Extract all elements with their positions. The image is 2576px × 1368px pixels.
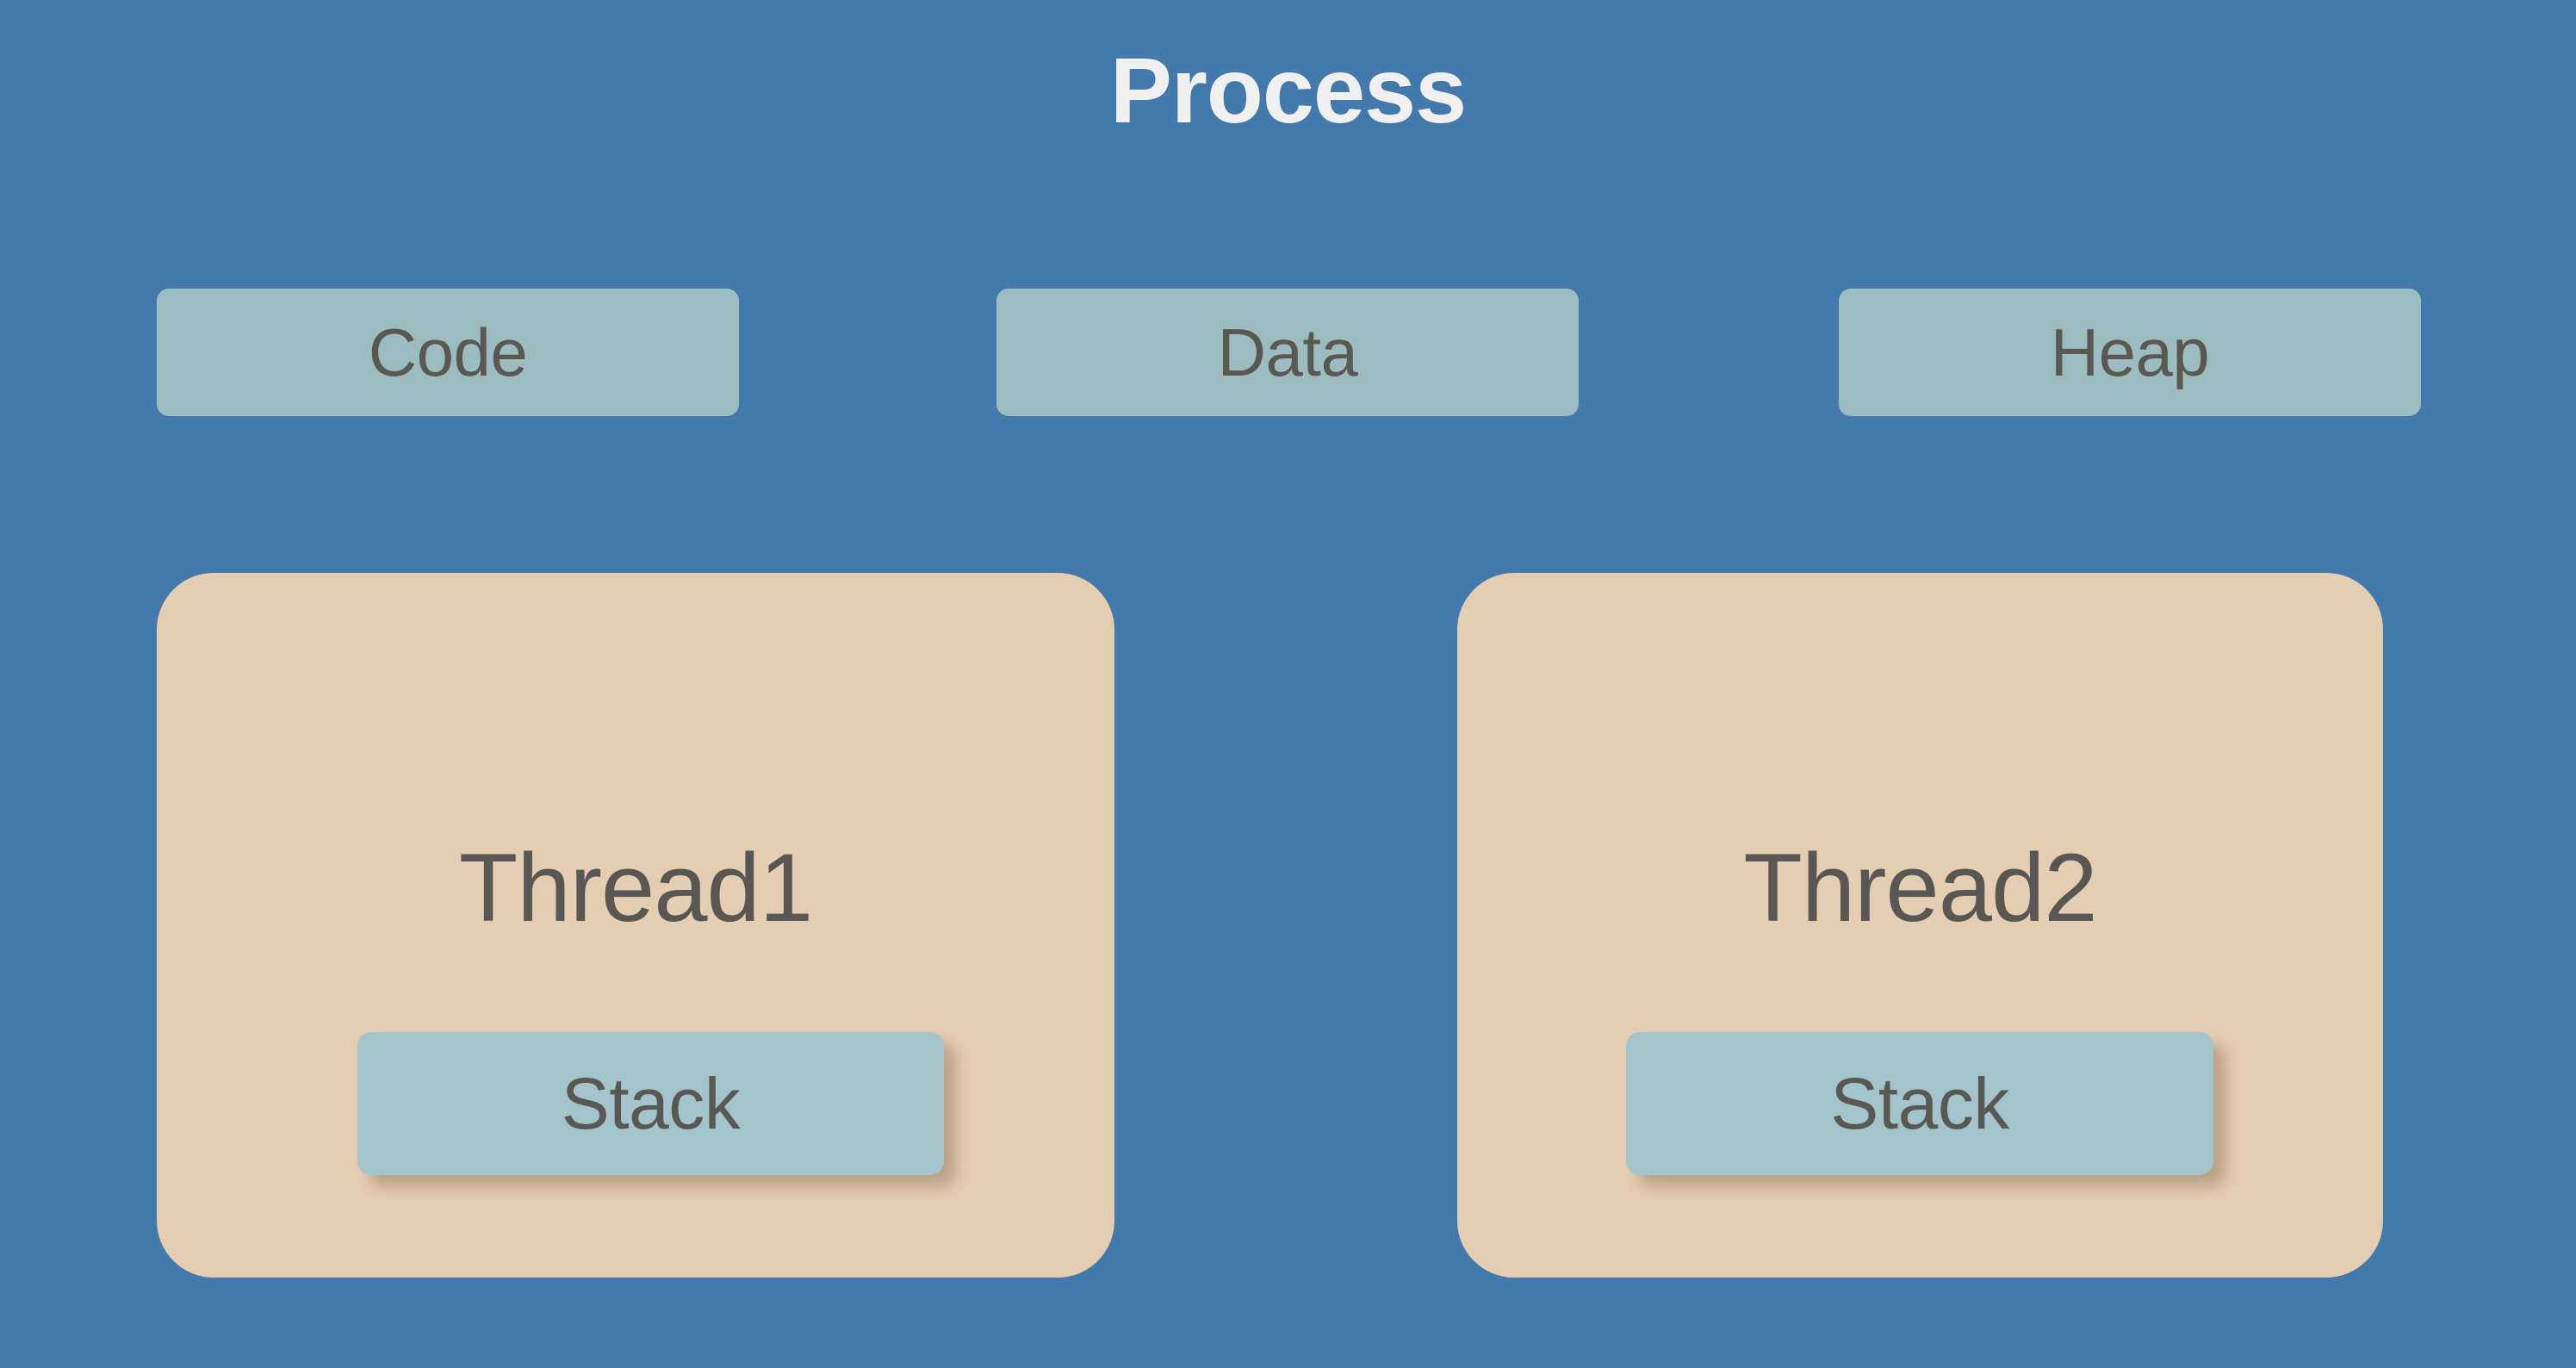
segment-box-code[interactable]: Code [157, 289, 739, 416]
thread-title-1: Thread1 [458, 834, 813, 942]
thread-title-2: Thread2 [1743, 834, 2097, 942]
stack-label-thread-1: Stack [561, 1063, 741, 1144]
stack-label-thread-2: Stack [1830, 1063, 2009, 1144]
thread-card-2[interactable]: Thread2 Stack [1457, 573, 2383, 1278]
segment-box-data[interactable]: Data [996, 289, 1579, 416]
stack-box-thread-1[interactable]: Stack [357, 1032, 944, 1175]
segment-label-data: Data [1217, 314, 1358, 390]
page-title: Process [1109, 38, 1467, 142]
segment-box-heap[interactable]: Heap [1839, 289, 2421, 416]
thread-card-1[interactable]: Thread1 Stack [157, 573, 1114, 1278]
segment-label-code: Code [368, 314, 528, 390]
segment-label-heap: Heap [2050, 314, 2210, 390]
stack-box-thread-2[interactable]: Stack [1626, 1032, 2213, 1175]
